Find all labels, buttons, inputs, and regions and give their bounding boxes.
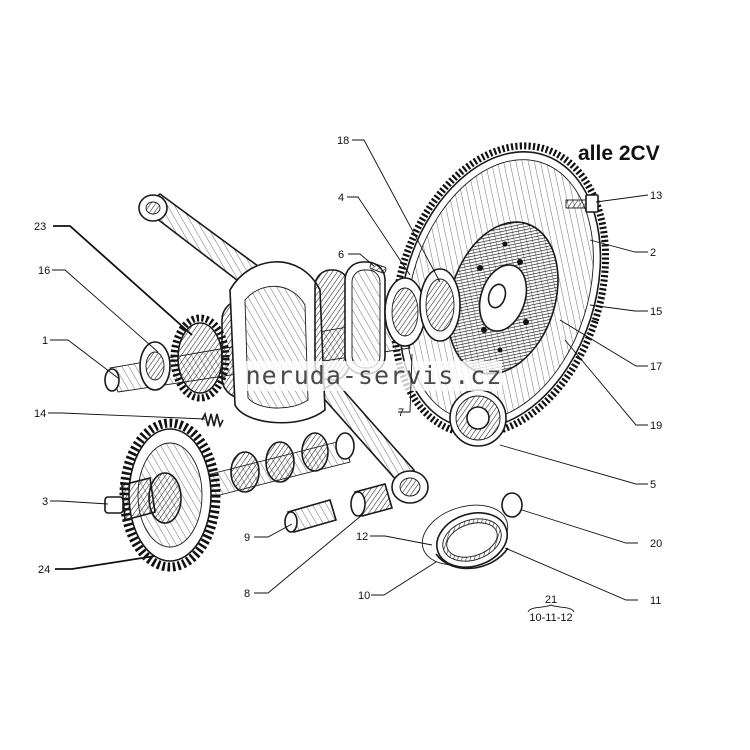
callout-3: 3	[42, 496, 48, 508]
timing-gear	[119, 418, 221, 572]
callout-14: 14	[34, 408, 46, 420]
leader-8	[254, 514, 363, 594]
callout-7: 7	[398, 407, 404, 419]
bearing	[449, 389, 507, 447]
circlip	[501, 492, 523, 518]
callout-11: 11	[650, 595, 661, 607]
callout-8: 8	[244, 588, 250, 600]
callout-12: 12	[356, 531, 368, 543]
leader-13	[595, 194, 649, 203]
callout-17: 17	[650, 361, 662, 373]
leader-3	[50, 500, 109, 505]
flywheel	[390, 142, 610, 438]
leader-18	[352, 139, 441, 283]
bushing-8	[350, 483, 393, 517]
subassembly-legend: 21 10-11-12	[527, 594, 575, 624]
leader-1	[50, 339, 119, 379]
callout-2: 2	[650, 247, 656, 259]
callout-18: 18	[337, 135, 349, 147]
flywheel-bolt	[565, 194, 599, 213]
leader-12	[370, 535, 433, 546]
leader-lines	[48, 139, 649, 601]
callout-24: 24	[38, 564, 50, 576]
leader-9	[254, 523, 293, 538]
callout-5: 5	[650, 479, 656, 491]
leader-5	[499, 444, 648, 485]
leader-24	[55, 555, 156, 570]
callout-16: 16	[38, 265, 50, 277]
subassembly-brace	[527, 604, 575, 613]
watermark-text: neruda-servis.cz	[246, 361, 503, 390]
leader-2	[589, 239, 648, 253]
callout-labels: 13 18 4 2 23 6 16 15 1 17 7 14 19 5 3 9 …	[34, 135, 662, 607]
leader-4	[347, 196, 411, 276]
leader-11	[504, 547, 638, 601]
leader-19	[564, 339, 648, 426]
callout-23: 23	[34, 221, 46, 233]
callout-4: 4	[338, 192, 344, 204]
leader-17	[559, 319, 648, 367]
subassembly-number: 21	[545, 594, 557, 606]
leader-15	[589, 304, 648, 312]
callout-20: 20	[650, 538, 662, 550]
leader-16	[52, 269, 159, 353]
connecting-rod-lower	[316, 380, 429, 504]
subassembly-parts: 10-11-12	[529, 612, 572, 624]
leader-20	[521, 509, 638, 544]
camshaft	[194, 432, 355, 501]
gear-nut	[104, 477, 156, 522]
bushing-9	[284, 499, 337, 533]
spring	[201, 411, 224, 429]
callout-6: 6	[338, 249, 344, 261]
leader-6	[348, 253, 375, 267]
callout-1: 1	[42, 335, 48, 347]
crankshaft	[104, 261, 461, 424]
watermark-banner: neruda-servis.cz	[246, 361, 503, 391]
diagram-title: alle 2CV	[578, 142, 660, 165]
leader-14	[48, 412, 206, 420]
callout-15: 15	[650, 306, 662, 318]
leader-10	[371, 561, 437, 596]
callout-19: 19	[650, 420, 662, 432]
callout-10: 10	[358, 590, 370, 602]
callout-13: 13	[650, 190, 662, 202]
leader-7	[398, 353, 413, 413]
callout-9: 9	[244, 532, 250, 544]
piston-rings	[421, 504, 509, 570]
leader-23	[53, 225, 193, 336]
